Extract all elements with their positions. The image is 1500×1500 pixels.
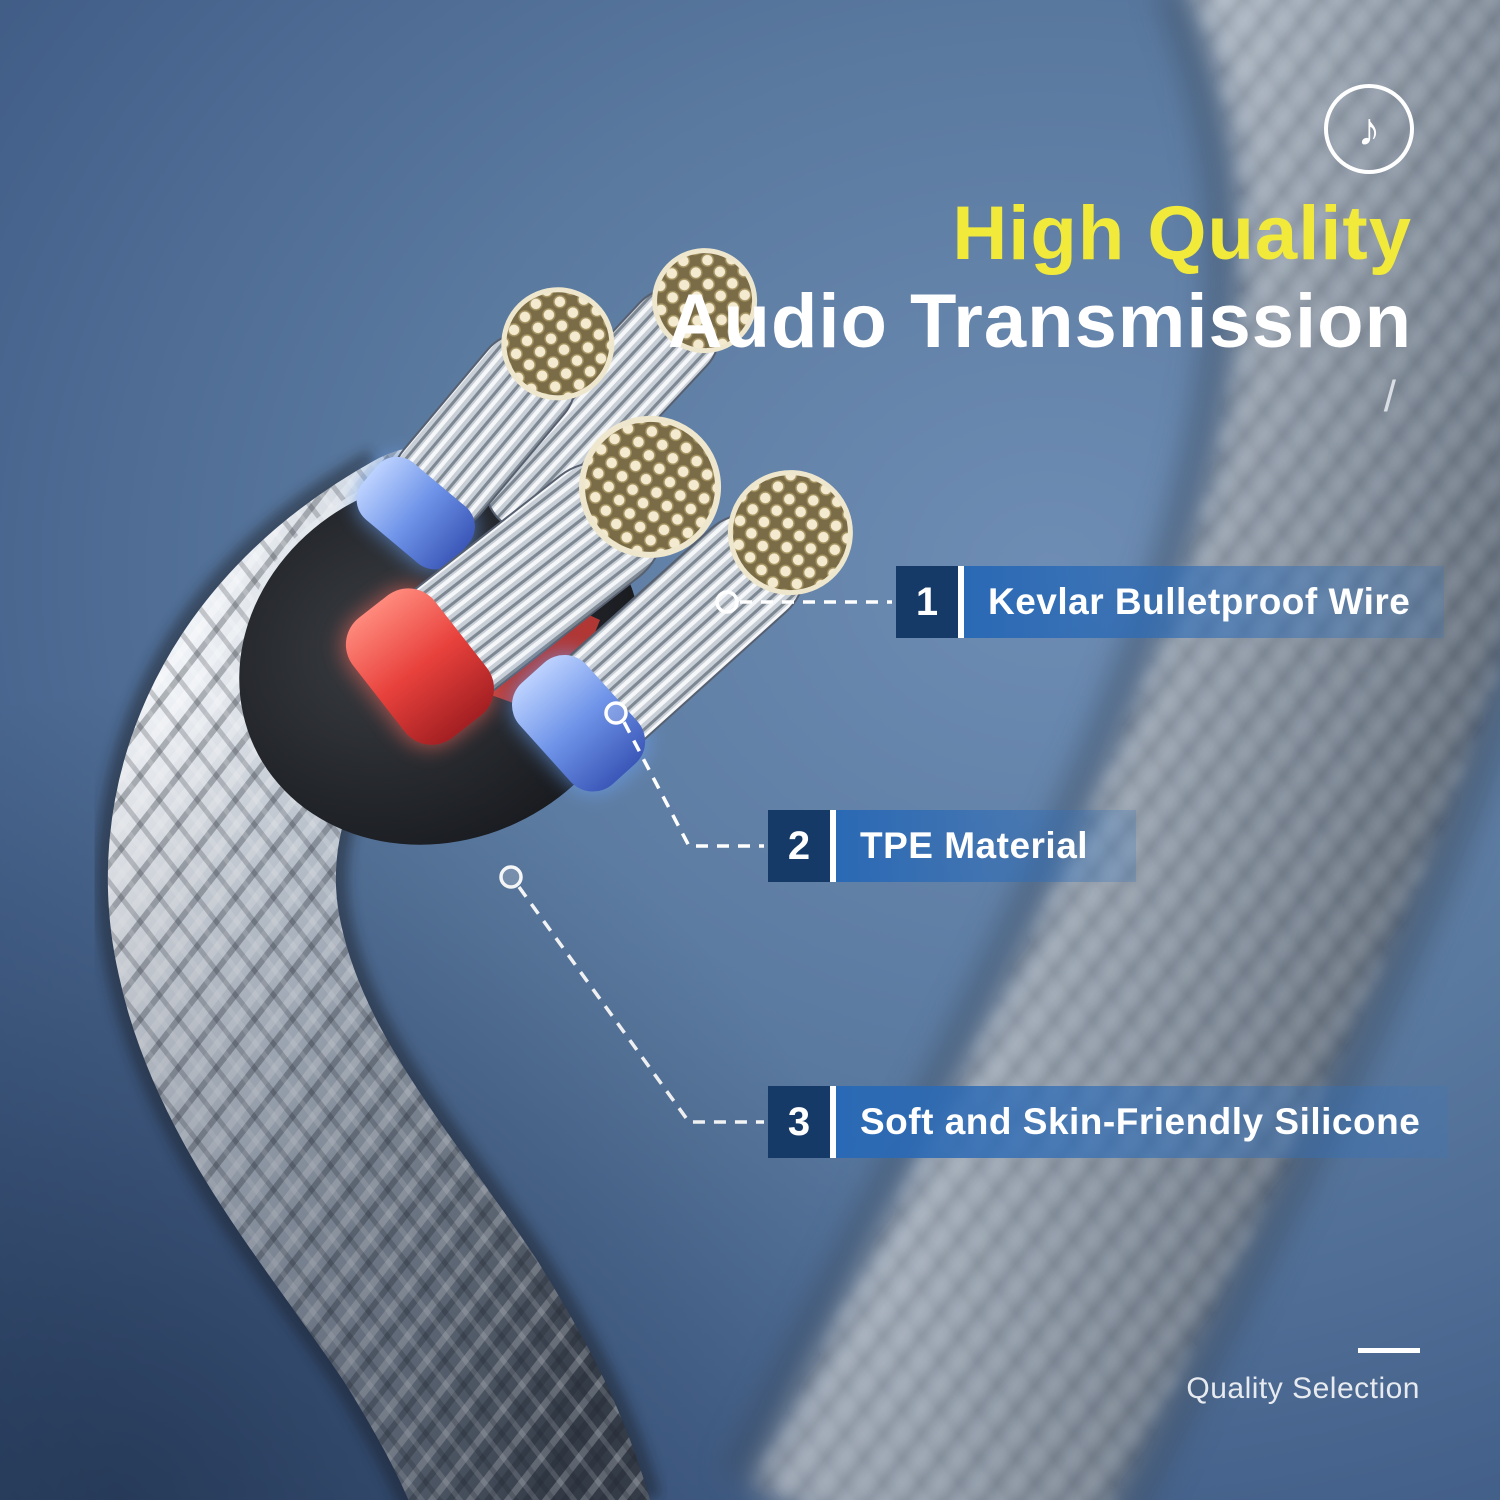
marker-dot-1 [715, 590, 739, 614]
wire-bundle-blue-right [510, 470, 853, 793]
leader-line-3 [517, 885, 764, 1124]
leader-line-2 [622, 721, 764, 848]
red-sleeve [345, 588, 494, 745]
tagline: Quality Selection [1186, 1372, 1420, 1405]
marker-dot-3 [499, 865, 523, 889]
callout-silicone: 3 Soft and Skin-Friendly Silicone [768, 1086, 1448, 1158]
music-note-icon: ♪ [1324, 84, 1414, 174]
music-note-glyph: ♪ [1357, 103, 1381, 155]
page-title: High Quality Audio Transmission [668, 192, 1412, 363]
leader-lines [517, 600, 892, 1124]
callout-number-3: 3 [768, 1086, 830, 1158]
callout-label-2: TPE Material [860, 825, 1089, 866]
callout-label-1: Kevlar Bulletproof Wire [988, 581, 1411, 622]
callout-number-2: 2 [768, 810, 830, 882]
decorative-slash: / [1383, 372, 1396, 421]
wire-bundle-red [342, 415, 722, 749]
blue-sleeve [512, 654, 646, 792]
title-line-2: Audio Transmission [667, 278, 1412, 364]
callout-label-bar: Soft and Skin-Friendly Silicone [836, 1086, 1448, 1158]
callout-tpe-material: 2 TPE Material [768, 810, 1136, 882]
leader-markers [499, 590, 739, 889]
callout-separator [958, 566, 964, 638]
title-line-1: High Quality [952, 191, 1412, 276]
callout-separator [830, 1086, 836, 1158]
callout-kevlar-wire: 1 Kevlar Bulletproof Wire [896, 566, 1444, 638]
callout-number-1: 1 [896, 566, 958, 638]
wire-bundle-blue-left [355, 287, 615, 571]
callout-label-bar: TPE Material [836, 810, 1136, 882]
callout-label-bar: Kevlar Bulletproof Wire [964, 566, 1444, 638]
tagline-rule [1358, 1348, 1420, 1353]
wire-bundle-back [484, 248, 758, 534]
blue-sleeve [356, 456, 475, 570]
callout-separator [830, 810, 836, 882]
marker-dot-2 [604, 701, 628, 725]
callout-label-3: Soft and Skin-Friendly Silicone [860, 1101, 1421, 1142]
